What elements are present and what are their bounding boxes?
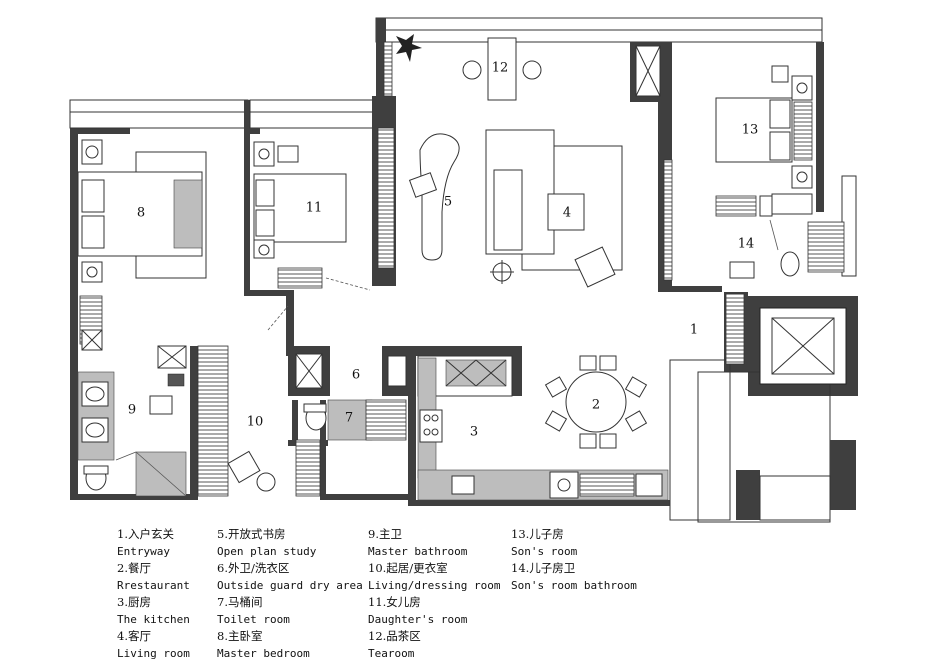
master-bathroom-fixtures	[77, 345, 187, 497]
room-number-2: 2	[592, 398, 600, 413]
tea-room-furniture	[383, 34, 661, 101]
study-furniture	[408, 133, 460, 261]
stairwell	[759, 175, 857, 521]
daughters-room-furniture	[253, 127, 395, 291]
room-number-9: 9	[128, 403, 136, 418]
sons-room-furniture	[663, 65, 813, 365]
room-number-5: 5	[444, 195, 452, 210]
kitchen-furniture	[417, 355, 669, 501]
room-number-4: 4	[563, 206, 571, 221]
elevator-shaft	[759, 307, 847, 385]
room-number-12: 12	[492, 61, 509, 76]
master-bedroom-furniture	[77, 139, 207, 351]
room-number-10: 10	[247, 415, 264, 430]
room-number-8: 8	[137, 206, 145, 221]
room-number-3: 3	[470, 425, 478, 440]
room-number-13: 13	[742, 123, 759, 138]
dressing-room-furniture	[197, 305, 321, 497]
room-numbers: 1 2 3 4 5 6 7 8 9 10 11 12 13 14	[128, 61, 758, 440]
dining-furniture	[544, 355, 648, 449]
room-number-6: 6	[352, 368, 360, 383]
toilet-room-fixtures	[295, 353, 407, 441]
living-room-furniture	[485, 129, 623, 288]
room-number-11: 11	[306, 201, 323, 216]
room-number-14: 14	[738, 237, 755, 252]
room-number-1: 1	[690, 323, 698, 338]
room-number-7: 7	[345, 411, 353, 426]
